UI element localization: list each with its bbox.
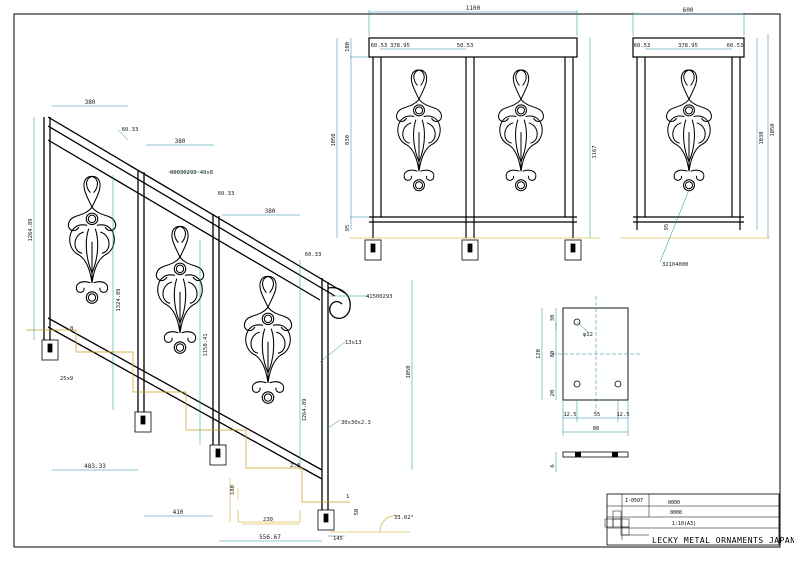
- title-drawing-no: I-0507: [625, 498, 643, 504]
- stair-height-1: 1264.89: [28, 218, 34, 241]
- plate-center-span: 55: [594, 412, 601, 418]
- side-height-inner: 1038: [759, 131, 765, 144]
- side-left-gap: 60.53: [634, 43, 651, 49]
- title-scale: 1:10(A3): [672, 521, 696, 527]
- stair-run-2: 410: [173, 509, 184, 516]
- front-height-total: 1050: [331, 133, 337, 146]
- base-plate-detail: 120 80 30 20 φ12 12.5 55 12.5 80 6: [536, 296, 640, 472]
- plate-hole-label: φ12: [583, 332, 593, 338]
- sheet-border: [13, 13, 781, 548]
- stair-step-run: 230: [263, 517, 273, 523]
- front-height-panel: 830: [345, 135, 351, 145]
- plate-edge-left: 12.5: [563, 412, 576, 418]
- plate-bottom-gap: 20: [550, 390, 556, 397]
- stair-panel-width-1: 380: [85, 99, 96, 106]
- stair-view: 380 380 380 60.33 60.33 60.33 1264.89 13…: [26, 99, 414, 542]
- plate-width: 80: [593, 426, 600, 432]
- front-view: 1100 378.95 60.53 50.53 1050 830 100 95 …: [331, 5, 600, 261]
- front-left-gap: 60.53: [371, 43, 388, 49]
- front-panel-width: 378.95: [390, 43, 410, 49]
- stair-outline: [26, 329, 350, 503]
- title-code-a: 0000: [668, 500, 680, 506]
- stair-mark-a: 1: [346, 494, 349, 500]
- stair-bar-size: 25x9: [60, 376, 73, 382]
- stair-run-1: 483.33: [84, 463, 106, 470]
- stair-total-height: 1050: [406, 365, 412, 378]
- front-height-top: 100: [345, 42, 351, 52]
- plate-edge-right: 12.5: [616, 412, 629, 418]
- stair-height-3: 1150.41: [203, 333, 209, 356]
- title-company: LECKY METAL ORNAMENTS JAPAN: [652, 536, 794, 545]
- stair-panel-width-3: 380: [265, 208, 276, 215]
- stair-panel-width-2: 380: [175, 138, 186, 145]
- stair-gap-2: 60.33: [218, 191, 235, 197]
- plate-inner-height: 80: [550, 351, 556, 358]
- stair-mark-b: 2.3: [290, 463, 300, 469]
- title-code-b: 0000: [670, 510, 682, 516]
- stair-rail-code: 00030293 40x8: [170, 170, 213, 176]
- stair-step-detail: [237, 510, 301, 523]
- plate-top-gap: 30: [550, 315, 556, 322]
- stair-offset-a: 50: [354, 509, 360, 516]
- stair-gap-3: 60.33: [305, 252, 322, 258]
- plate-height: 120: [536, 349, 542, 359]
- side-panel-width: 378.95: [678, 43, 698, 49]
- stair-height-2: 1324.89: [116, 288, 122, 311]
- stair-scroll-code: 41500293: [366, 294, 393, 300]
- stair-gap-1: 60.33: [122, 127, 139, 133]
- front-overall-width: 1100: [466, 5, 481, 12]
- plate-thickness: 6: [550, 464, 556, 467]
- title-block: I-0507 0000 0000 1:10(A3) LECKY METAL OR…: [604, 493, 794, 546]
- stair-post-size: 13x13: [345, 340, 362, 346]
- side-height-bottom: 95: [664, 224, 670, 231]
- front-mid-gap: 50.53: [457, 43, 474, 49]
- stair-height-4: 1264.89: [302, 398, 308, 421]
- stair-run-4: 145: [333, 536, 343, 542]
- stair-run-3: 556.67: [259, 534, 281, 541]
- stair-baluster-size: 30x30x2.3: [341, 420, 371, 426]
- front-height-right: 1167: [592, 145, 598, 158]
- side-view: 600 60.53 378.95 60.53 1050 1038 95 3210…: [620, 7, 776, 268]
- stair-step-rise: 180: [230, 485, 236, 495]
- stair-mark-c: 8: [70, 326, 73, 332]
- side-part-code: 32104000: [662, 262, 689, 268]
- stair-angle: 33.02°: [394, 515, 414, 521]
- side-height-outer: 1050: [770, 123, 776, 136]
- front-height-bottom: 95: [345, 225, 351, 232]
- side-overall-width: 600: [683, 7, 694, 14]
- side-right-gap: 60.53: [727, 43, 744, 49]
